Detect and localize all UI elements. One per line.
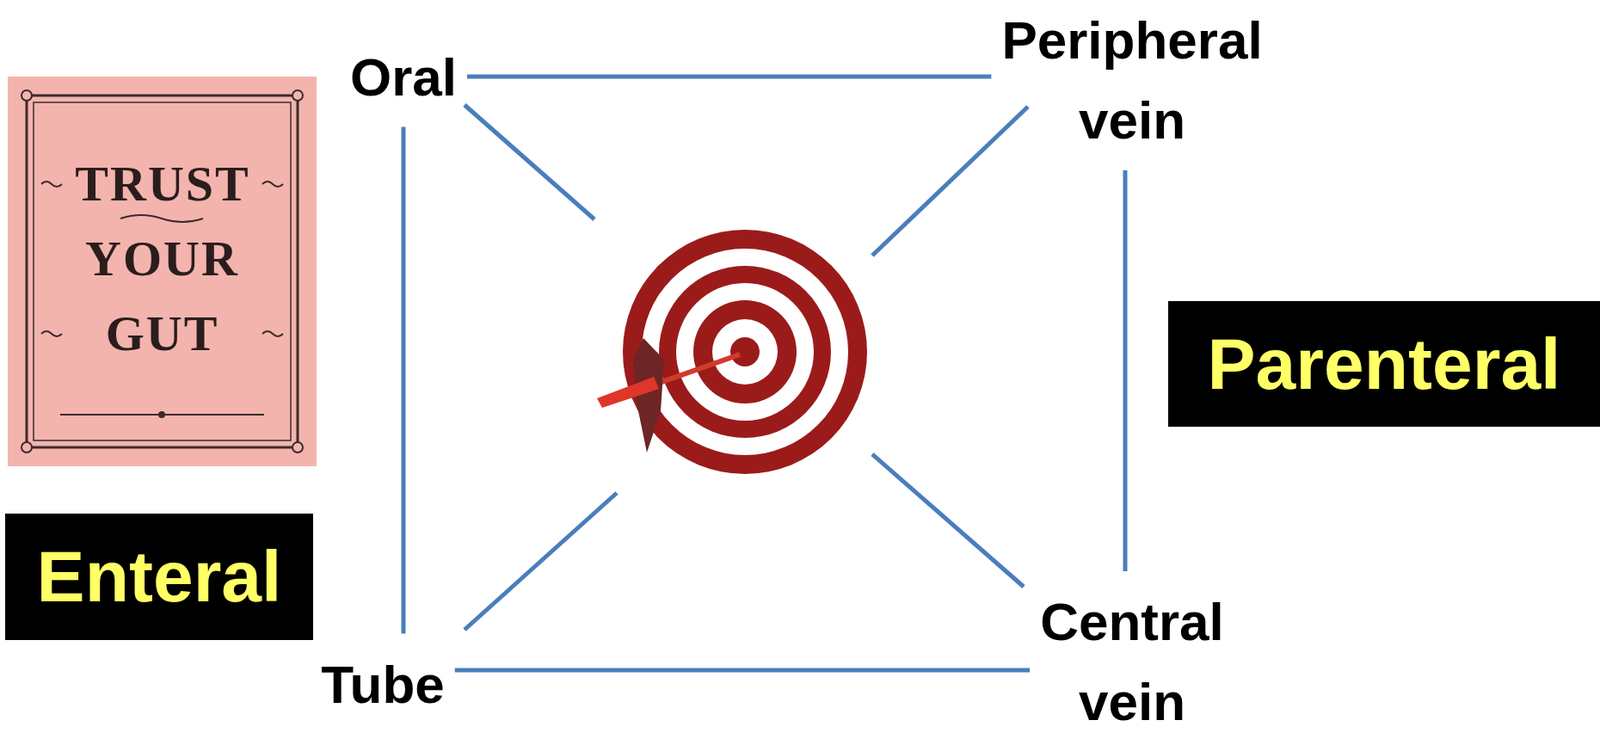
node-text: Tube bbox=[320, 644, 445, 725]
target-ring bbox=[658, 265, 831, 438]
category-band: Enteral bbox=[5, 513, 314, 640]
poster-flourish bbox=[262, 181, 284, 187]
route-label: Oral bbox=[350, 36, 457, 117]
category-band: Parenteral bbox=[1168, 301, 1600, 427]
leader-line bbox=[872, 106, 1028, 256]
poster-corner bbox=[21, 442, 32, 453]
leader-line bbox=[464, 104, 595, 220]
connector-line bbox=[455, 668, 1030, 673]
poster-corner bbox=[21, 90, 32, 101]
target-ring bbox=[641, 248, 849, 456]
node-text: Central vein bbox=[1040, 581, 1225, 742]
dart-flight bbox=[596, 376, 659, 408]
leader-line bbox=[464, 492, 617, 630]
poster-dot bbox=[158, 411, 166, 419]
route-label: Tube bbox=[320, 644, 445, 725]
poster-sign: TRUST YOUR GUT bbox=[7, 76, 317, 467]
poster-ground bbox=[7, 76, 317, 467]
dart-shaft bbox=[652, 354, 740, 386]
leader-lines bbox=[464, 104, 1028, 630]
poster-illustration bbox=[7, 76, 317, 467]
poster-corner bbox=[292, 442, 303, 453]
poster-flourish bbox=[41, 331, 62, 337]
route-label: Central vein bbox=[1040, 581, 1225, 742]
poster-frame-inner bbox=[33, 102, 291, 441]
connector-line bbox=[1123, 170, 1128, 572]
target-ring bbox=[712, 319, 778, 385]
target-bullseye bbox=[730, 337, 760, 367]
leader-line bbox=[872, 454, 1024, 587]
poster-frame bbox=[26, 95, 298, 448]
poster-flourish bbox=[41, 181, 62, 187]
poster-flourish bbox=[120, 215, 204, 222]
target-ring bbox=[622, 229, 868, 474]
poster-corner bbox=[292, 90, 303, 101]
route-label: Peripheral vein bbox=[1001, 0, 1262, 160]
target-illustration bbox=[596, 229, 868, 474]
connector-line bbox=[467, 74, 991, 80]
target-ring bbox=[693, 300, 797, 404]
node-text: Parenteral bbox=[1207, 320, 1562, 408]
node-text: Peripheral vein bbox=[1001, 0, 1262, 160]
node-text: Enteral bbox=[36, 533, 283, 621]
node-text: Oral bbox=[350, 36, 457, 117]
node-text: TRUST YOUR GUT bbox=[74, 146, 249, 371]
poster-flourish bbox=[262, 331, 284, 337]
target-ring bbox=[676, 283, 814, 421]
connector-line bbox=[401, 127, 407, 634]
